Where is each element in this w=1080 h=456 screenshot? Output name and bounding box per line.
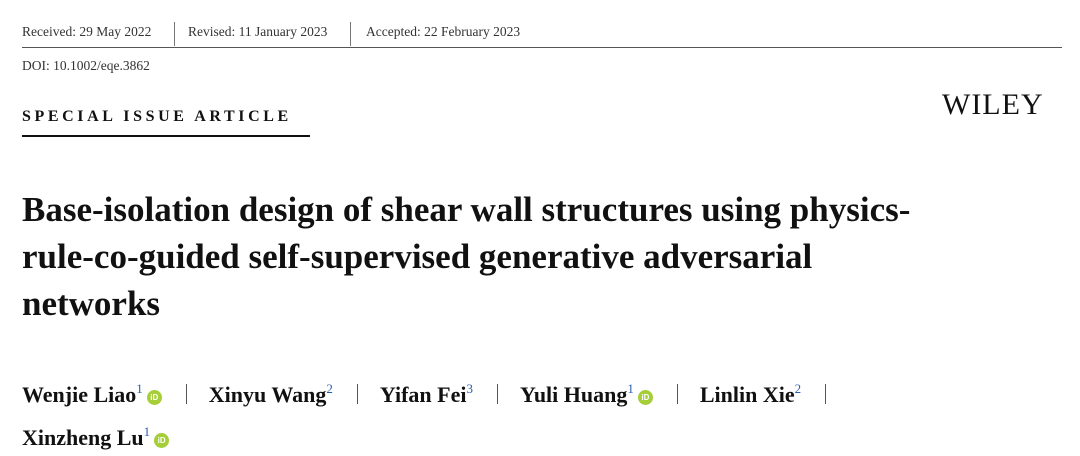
author[interactable]: Linlin Xie2 [700,370,801,413]
article-type: SPECIAL ISSUE ARTICLE [22,108,292,125]
author-name[interactable]: Xinyu Wang [208,382,327,407]
paper-title: Base-isolation design of shear wall stru… [22,190,911,323]
author-name[interactable]: Linlin Xie [699,382,795,407]
author-separator [676,384,678,404]
author[interactable]: Yuli Huang1iD [520,370,653,413]
divider [350,22,351,46]
affiliation-marker[interactable]: 3 [466,381,473,396]
orcid-icon[interactable]: iD [637,390,653,405]
article-type-underline [22,135,310,137]
affiliation-marker[interactable]: 1 [143,424,151,439]
received-date: Received: 29 May 2022 [22,24,152,39]
header-rule [22,47,1062,48]
author-separator [356,384,358,404]
divider [174,22,175,46]
author[interactable]: Yifan Fei3 [380,370,473,413]
author-name[interactable]: Yifan Fei [379,382,467,407]
author[interactable]: Wenjie Liao1iD [22,370,162,413]
affiliation-marker[interactable]: 1 [627,381,634,396]
doi[interactable]: DOI: 10.1002/eqe.3862 [22,58,150,73]
author-name[interactable]: Xinzheng Lu [22,425,144,450]
accepted-date: Accepted: 22 February 2023 [366,24,521,39]
author-name[interactable]: Wenjie Liao [22,382,137,407]
affiliation-marker[interactable]: 1 [136,381,143,396]
revised-date: Revised: 11 January 2023 [188,24,328,39]
orcid-icon[interactable]: iD [154,433,170,448]
author-separator [185,384,187,404]
orcid-icon[interactable]: iD [146,390,162,405]
publisher-logo: WILEY [942,88,1044,121]
author-separator [825,384,827,404]
author-separator [496,384,498,404]
author[interactable]: Xinzheng Lu1iD [22,413,170,456]
author-name[interactable]: Yuli Huang [519,382,628,407]
affiliation-marker[interactable]: 2 [326,381,333,396]
author[interactable]: Xinyu Wang2 [209,370,333,413]
affiliation-marker[interactable]: 2 [794,381,802,396]
